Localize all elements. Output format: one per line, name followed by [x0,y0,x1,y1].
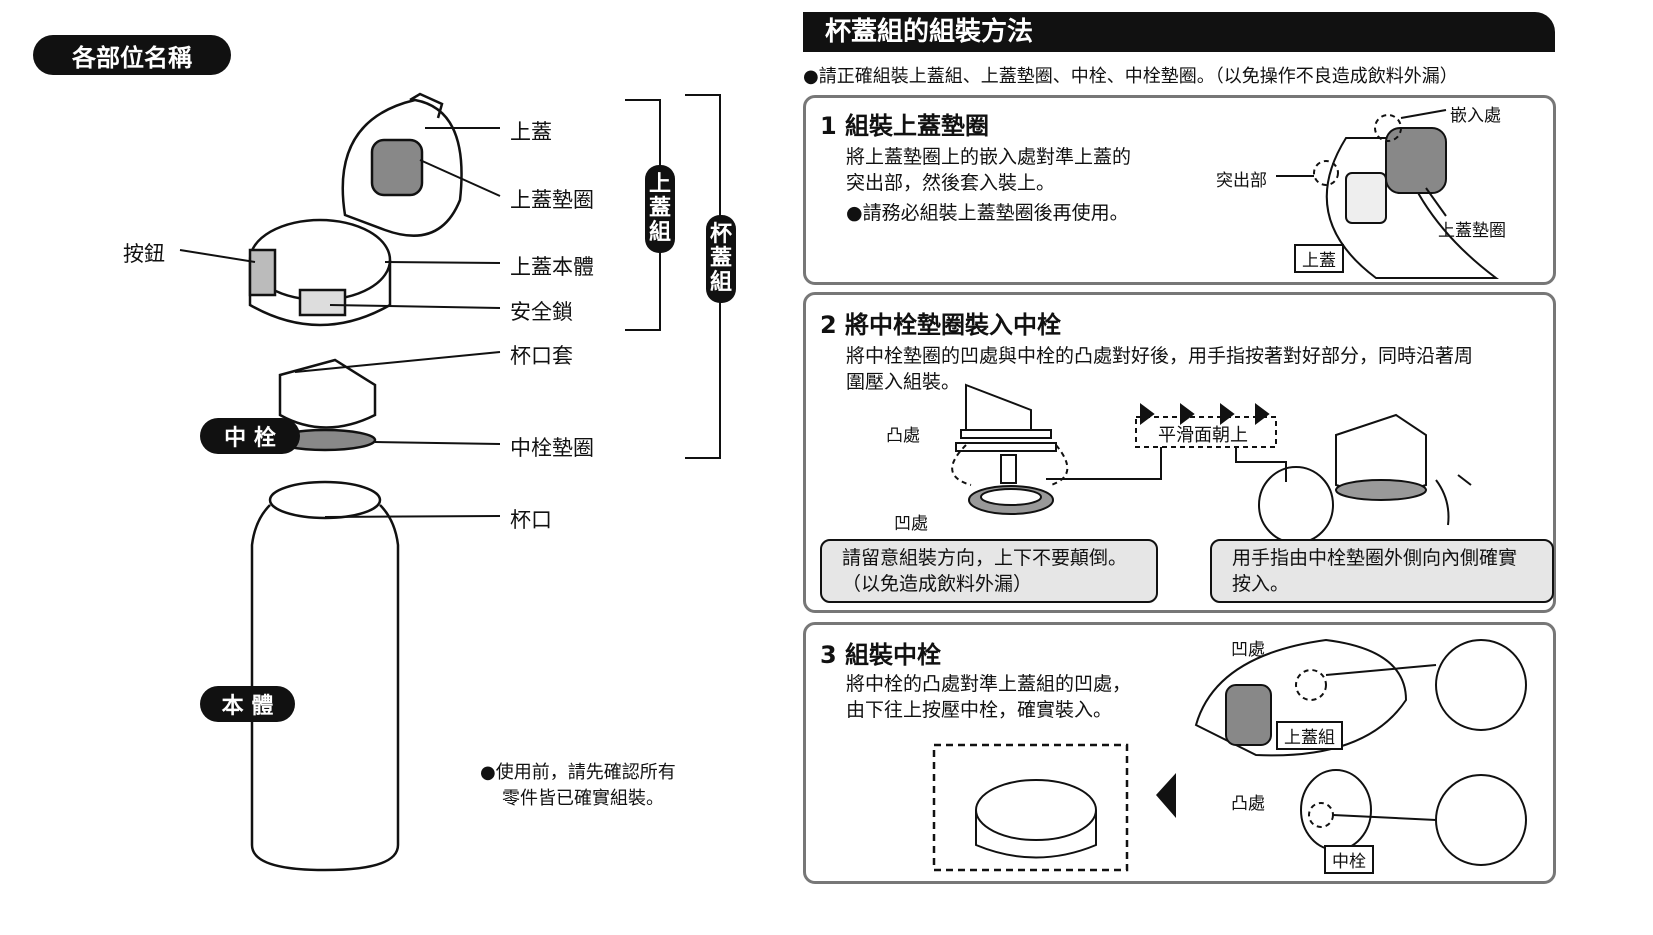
label-button: 按鈕 [123,242,165,266]
callout-2-line-2: 按入。 [1232,573,1290,595]
plug-pill: 中 栓 [200,418,300,454]
group-cap-pill: 杯蓋組 [706,215,736,303]
step-2-heading: 2 將中栓墊圈裝入中栓 [820,311,1062,339]
assembly-intro: ●請正確組裝上蓋組、上蓋墊圈、中栓、中栓墊圈。（以免操作不良造成飲料外漏） [803,66,1458,87]
step-2-text-1: 將中栓墊圈的凹處與中栓的凸處對好後，用手指按著對好部分，同時沿著周 [846,345,1474,367]
label-lid-gasket: 上蓋墊圈 [510,188,594,212]
label-lid-gasket-1: 上蓋墊圈 [1438,221,1506,241]
label-lid-group-3: 上蓋組 [1276,721,1343,750]
callout-1-line-1: 請留意組裝方向，上下不要顛倒。 [842,547,1128,569]
step-1-note: ●請務必組裝上蓋墊圈後再使用。 [846,202,1129,224]
callout-1-line-2: （以免造成飲料外漏） [842,573,1033,595]
label-plug-gasket: 中栓墊圈 [510,436,594,460]
parts-names-title: 各部位名稱 [33,35,231,75]
step-2-box: 2 將中栓墊圈裝入中栓 將中栓墊圈的凹處與中栓的凸處對好後，用手指按著對好部分，… [803,292,1556,613]
step-3-box: 3 組裝中栓 將中栓的凸處對準上蓋組的凹處， 由下往上按壓中栓，確實裝入。 凹處… [803,622,1556,884]
callout-2-line-1: 用手指由中栓墊圈外側向內側確實 [1232,547,1518,569]
step-1-heading: 1 組裝上蓋墊圈 [820,112,990,140]
step-3-text-2: 由下往上按壓中栓，確實裝入。 [846,699,1113,721]
label-lid-body: 上蓋本體 [510,255,594,279]
label-plug-3: 中栓 [1324,845,1374,874]
label-smooth-side-up: 平滑面朝上 [1158,425,1248,446]
step-1-text-1: 將上蓋墊圈上的嵌入處對準上蓋的 [846,146,1132,168]
label-convex-3: 凸處 [1231,794,1265,814]
label-safety-lock: 安全鎖 [510,300,573,324]
label-convex-2: 凸處 [886,426,920,446]
label-mouth: 杯口 [510,508,552,532]
assembly-title: 杯蓋組的組裝方法 [803,12,1555,52]
label-lid-1: 上蓋 [1294,244,1344,273]
step-1-illustration [1276,109,1499,279]
note-line-1: ●使用前，請先確認所有 [480,762,676,783]
step-3-heading: 3 組裝中栓 [820,641,942,669]
step-1-box: 1 組裝上蓋墊圈 將上蓋墊圈上的嵌入處對準上蓋的 突出部，然後套入裝上。 ●請務… [803,95,1556,285]
label-concave-2: 凹處 [894,514,928,534]
step-2-text-2: 圍壓入組裝。 [846,371,961,393]
label-insert: 嵌入處 [1450,106,1501,126]
step-3-illustration [932,638,1527,872]
label-concave-3: 凹處 [1231,640,1265,660]
label-protrusion: 突出部 [1216,171,1267,191]
label-lid: 上蓋 [510,120,552,144]
callout-press: 用手指由中栓墊圈外側向內側確實按入。 [1210,539,1554,603]
bottle-parts-illustration [179,92,721,872]
step-2-illustration [951,383,1472,544]
step-3-text-1: 將中栓的凸處對準上蓋組的凹處， [846,673,1132,695]
body-pill: 本 體 [200,686,295,722]
step-1-text-2: 突出部，然後套入裝上。 [846,172,1056,194]
label-mouth-cover: 杯口套 [510,344,573,368]
note-line-2: 零件皆已確實組裝。 [502,788,664,809]
group-lid-pill: 上蓋組 [645,165,675,253]
callout-orientation: 請留意組裝方向，上下不要顛倒。 （以免造成飲料外漏） [820,539,1158,603]
